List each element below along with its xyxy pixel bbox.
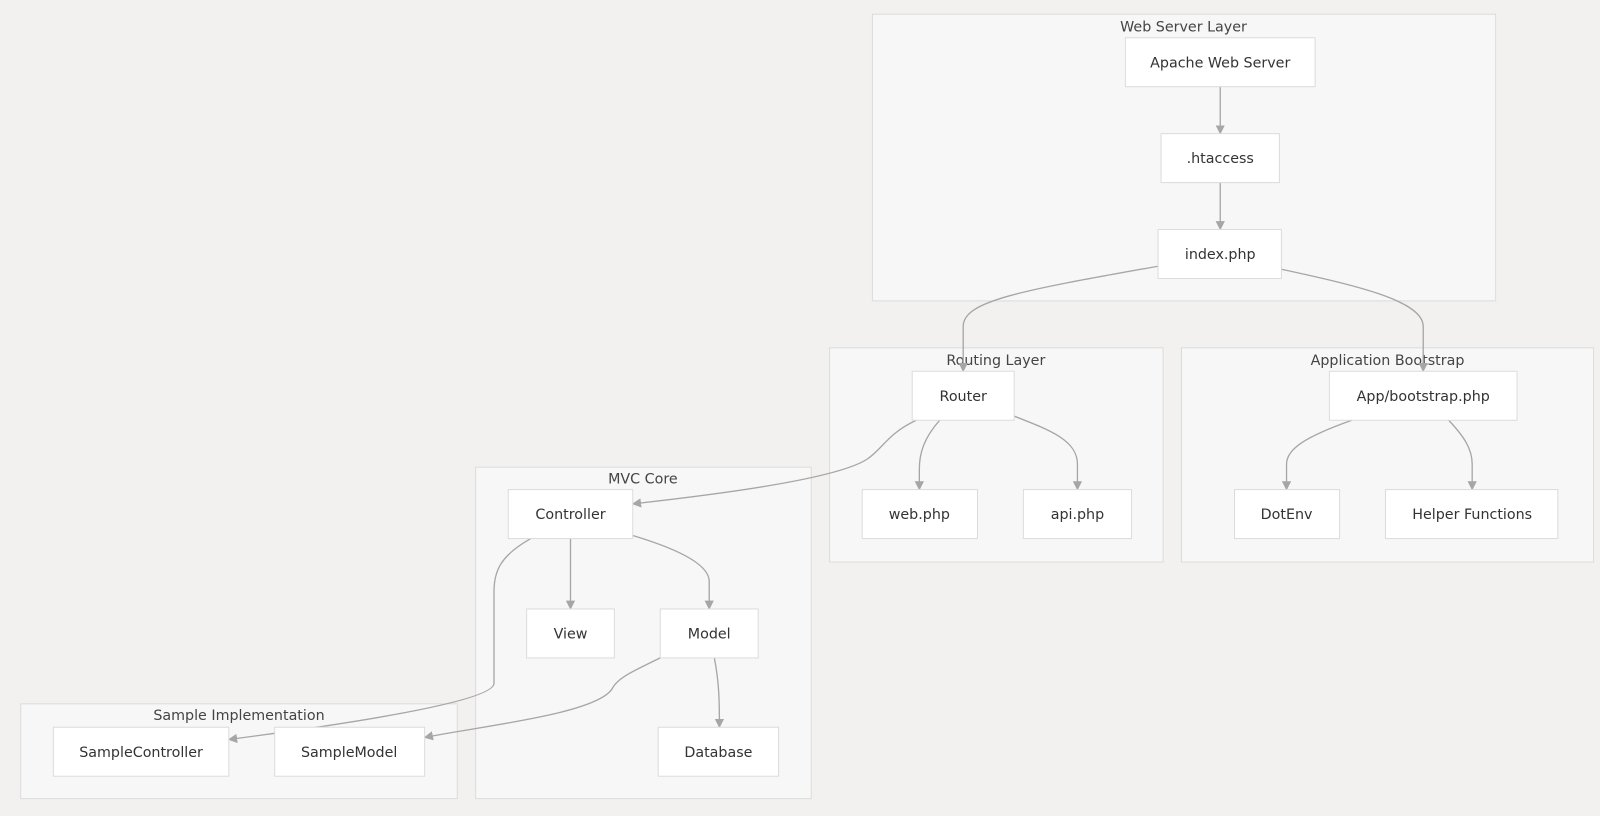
- node-label: Router: [940, 389, 987, 405]
- edge-index-bootstrap: [1281, 268, 1428, 373]
- node-label: DotEnv: [1261, 507, 1313, 523]
- node-label: .htaccess: [1187, 151, 1254, 167]
- node-router[interactable]: Router: [911, 370, 1015, 421]
- cluster-label: Web Server Layer: [1120, 20, 1247, 36]
- node-label: View: [554, 627, 588, 643]
- edge-router-web: [914, 419, 941, 491]
- edge-bootstrap-helpers: [1448, 419, 1477, 491]
- edge-model-database: [713, 657, 725, 729]
- edge-bootstrap-dotenv: [1281, 419, 1353, 491]
- edge-index-router: [958, 265, 1159, 373]
- node-label: api.php: [1051, 507, 1104, 523]
- node-model[interactable]: Model: [659, 608, 759, 659]
- node-helper-functions[interactable]: Helper Functions: [1384, 489, 1559, 540]
- edge-router-controller: [631, 419, 917, 508]
- cluster-label: Routing Layer: [946, 353, 1045, 369]
- node-label: Controller: [535, 507, 605, 523]
- node-label: Helper Functions: [1412, 507, 1532, 523]
- node-sample-model[interactable]: SampleModel: [274, 726, 426, 777]
- edge-controller-model: [632, 534, 714, 610]
- node-sample-controller[interactable]: SampleController: [52, 726, 230, 777]
- cluster-label: Application Bootstrap: [1311, 353, 1465, 369]
- node-view[interactable]: View: [526, 608, 615, 659]
- node-api-php[interactable]: api.php: [1022, 489, 1133, 540]
- node-label: SampleController: [79, 745, 203, 761]
- node-label: Apache Web Server: [1150, 55, 1290, 71]
- node-label: SampleModel: [301, 745, 397, 761]
- edges: [227, 86, 1477, 744]
- node-app-bootstrap[interactable]: App/bootstrap.php: [1328, 370, 1518, 421]
- node-label: Database: [684, 745, 752, 761]
- node-label: index.php: [1185, 247, 1256, 263]
- cluster-label: MVC Core: [608, 471, 678, 487]
- edge-model-samplemodel: [423, 657, 661, 741]
- node-database[interactable]: Database: [657, 726, 780, 777]
- node-apache-web-server[interactable]: Apache Web Server: [1124, 37, 1316, 88]
- edge-router-api: [1013, 415, 1083, 491]
- cluster-label: Sample Implementation: [153, 708, 324, 724]
- node-label: web.php: [889, 507, 950, 523]
- node-dotenv[interactable]: DotEnv: [1234, 489, 1341, 540]
- node-label: Model: [688, 627, 731, 643]
- node-web-php[interactable]: web.php: [861, 489, 978, 540]
- node-htaccess[interactable]: .htaccess: [1160, 133, 1280, 184]
- node-controller[interactable]: Controller: [507, 489, 634, 540]
- node-label: App/bootstrap.php: [1357, 389, 1490, 405]
- node-index-php[interactable]: index.php: [1157, 228, 1282, 279]
